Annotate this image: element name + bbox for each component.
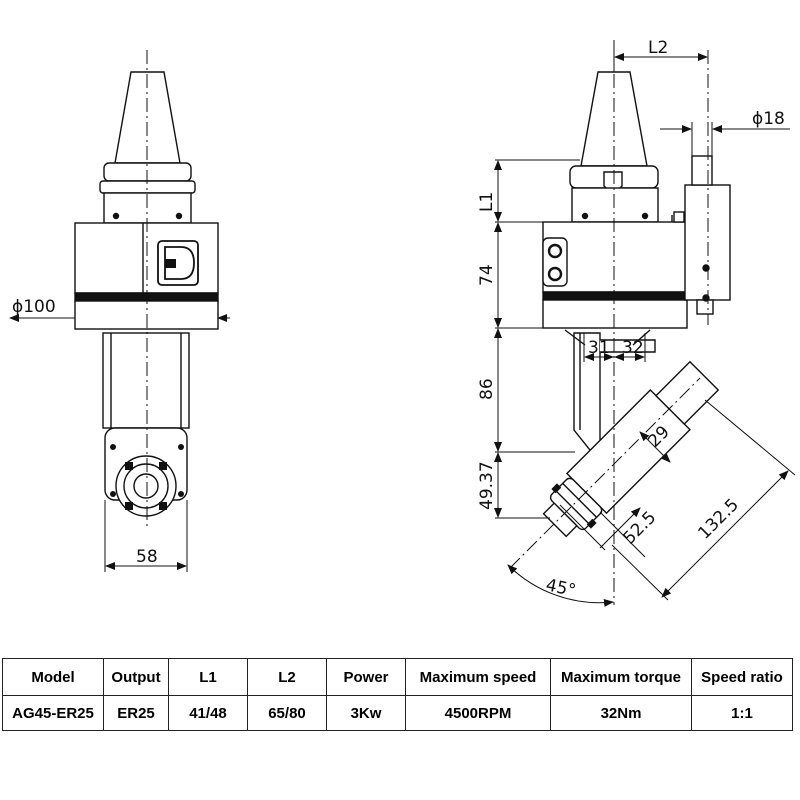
header-l1: L1 xyxy=(168,658,248,696)
side-view xyxy=(542,71,731,538)
cell-l2: 65/80 xyxy=(247,695,327,731)
dim-45-degree: 45° xyxy=(544,575,578,601)
nose-centerline xyxy=(509,377,701,569)
header-max-speed: Maximum speed xyxy=(405,658,551,696)
table-row: AG45-ER25 ER25 41/48 65/80 3Kw 4500RPM 3… xyxy=(2,695,793,731)
cell-l1: 41/48 xyxy=(168,695,248,731)
dim-l2: L2 xyxy=(648,38,668,58)
dim-31: 31 xyxy=(588,338,610,358)
front-collet-bore xyxy=(133,473,159,499)
cell-power: 3Kw xyxy=(326,695,406,731)
cell-max-torque: 32Nm xyxy=(550,695,692,731)
header-l2: L2 xyxy=(247,658,327,696)
dim-52-5: 52.5 xyxy=(619,508,660,549)
dim-width-58: 58 xyxy=(136,547,158,567)
side-angled-head xyxy=(542,360,720,538)
dim-132-5: 132.5 xyxy=(694,495,743,544)
dim-49-37: 49.37 xyxy=(477,461,497,510)
brand-logo xyxy=(157,240,199,286)
cell-speed-ratio: 1:1 xyxy=(691,695,793,731)
technical-drawing: ϕ100 58 xyxy=(9,38,796,607)
header-max-torque: Maximum torque xyxy=(550,658,692,696)
dim-74: 74 xyxy=(477,264,497,286)
dim-l1: L1 xyxy=(477,192,497,212)
spec-table-header-row: Model Output L1 L2 Power Maximum speed M… xyxy=(2,658,793,696)
dim-86: 86 xyxy=(477,378,497,400)
cell-output: ER25 xyxy=(103,695,169,731)
cell-max-speed: 4500RPM xyxy=(405,695,551,731)
spec-table: Model Output L1 L2 Power Maximum speed M… xyxy=(2,658,793,731)
dim-32: 32 xyxy=(622,338,644,358)
header-power: Power xyxy=(326,658,406,696)
front-dimensions xyxy=(9,314,230,572)
cell-model: AG45-ER25 xyxy=(2,695,104,731)
header-model: Model xyxy=(2,658,104,696)
dim-diameter-18: ϕ18 xyxy=(752,109,785,129)
header-output: Output xyxy=(103,658,169,696)
side-dimensions xyxy=(494,40,796,607)
header-speed-ratio: Speed ratio xyxy=(691,658,793,696)
front-neck xyxy=(102,332,190,429)
dim-diameter-100: ϕ100 xyxy=(12,297,56,317)
